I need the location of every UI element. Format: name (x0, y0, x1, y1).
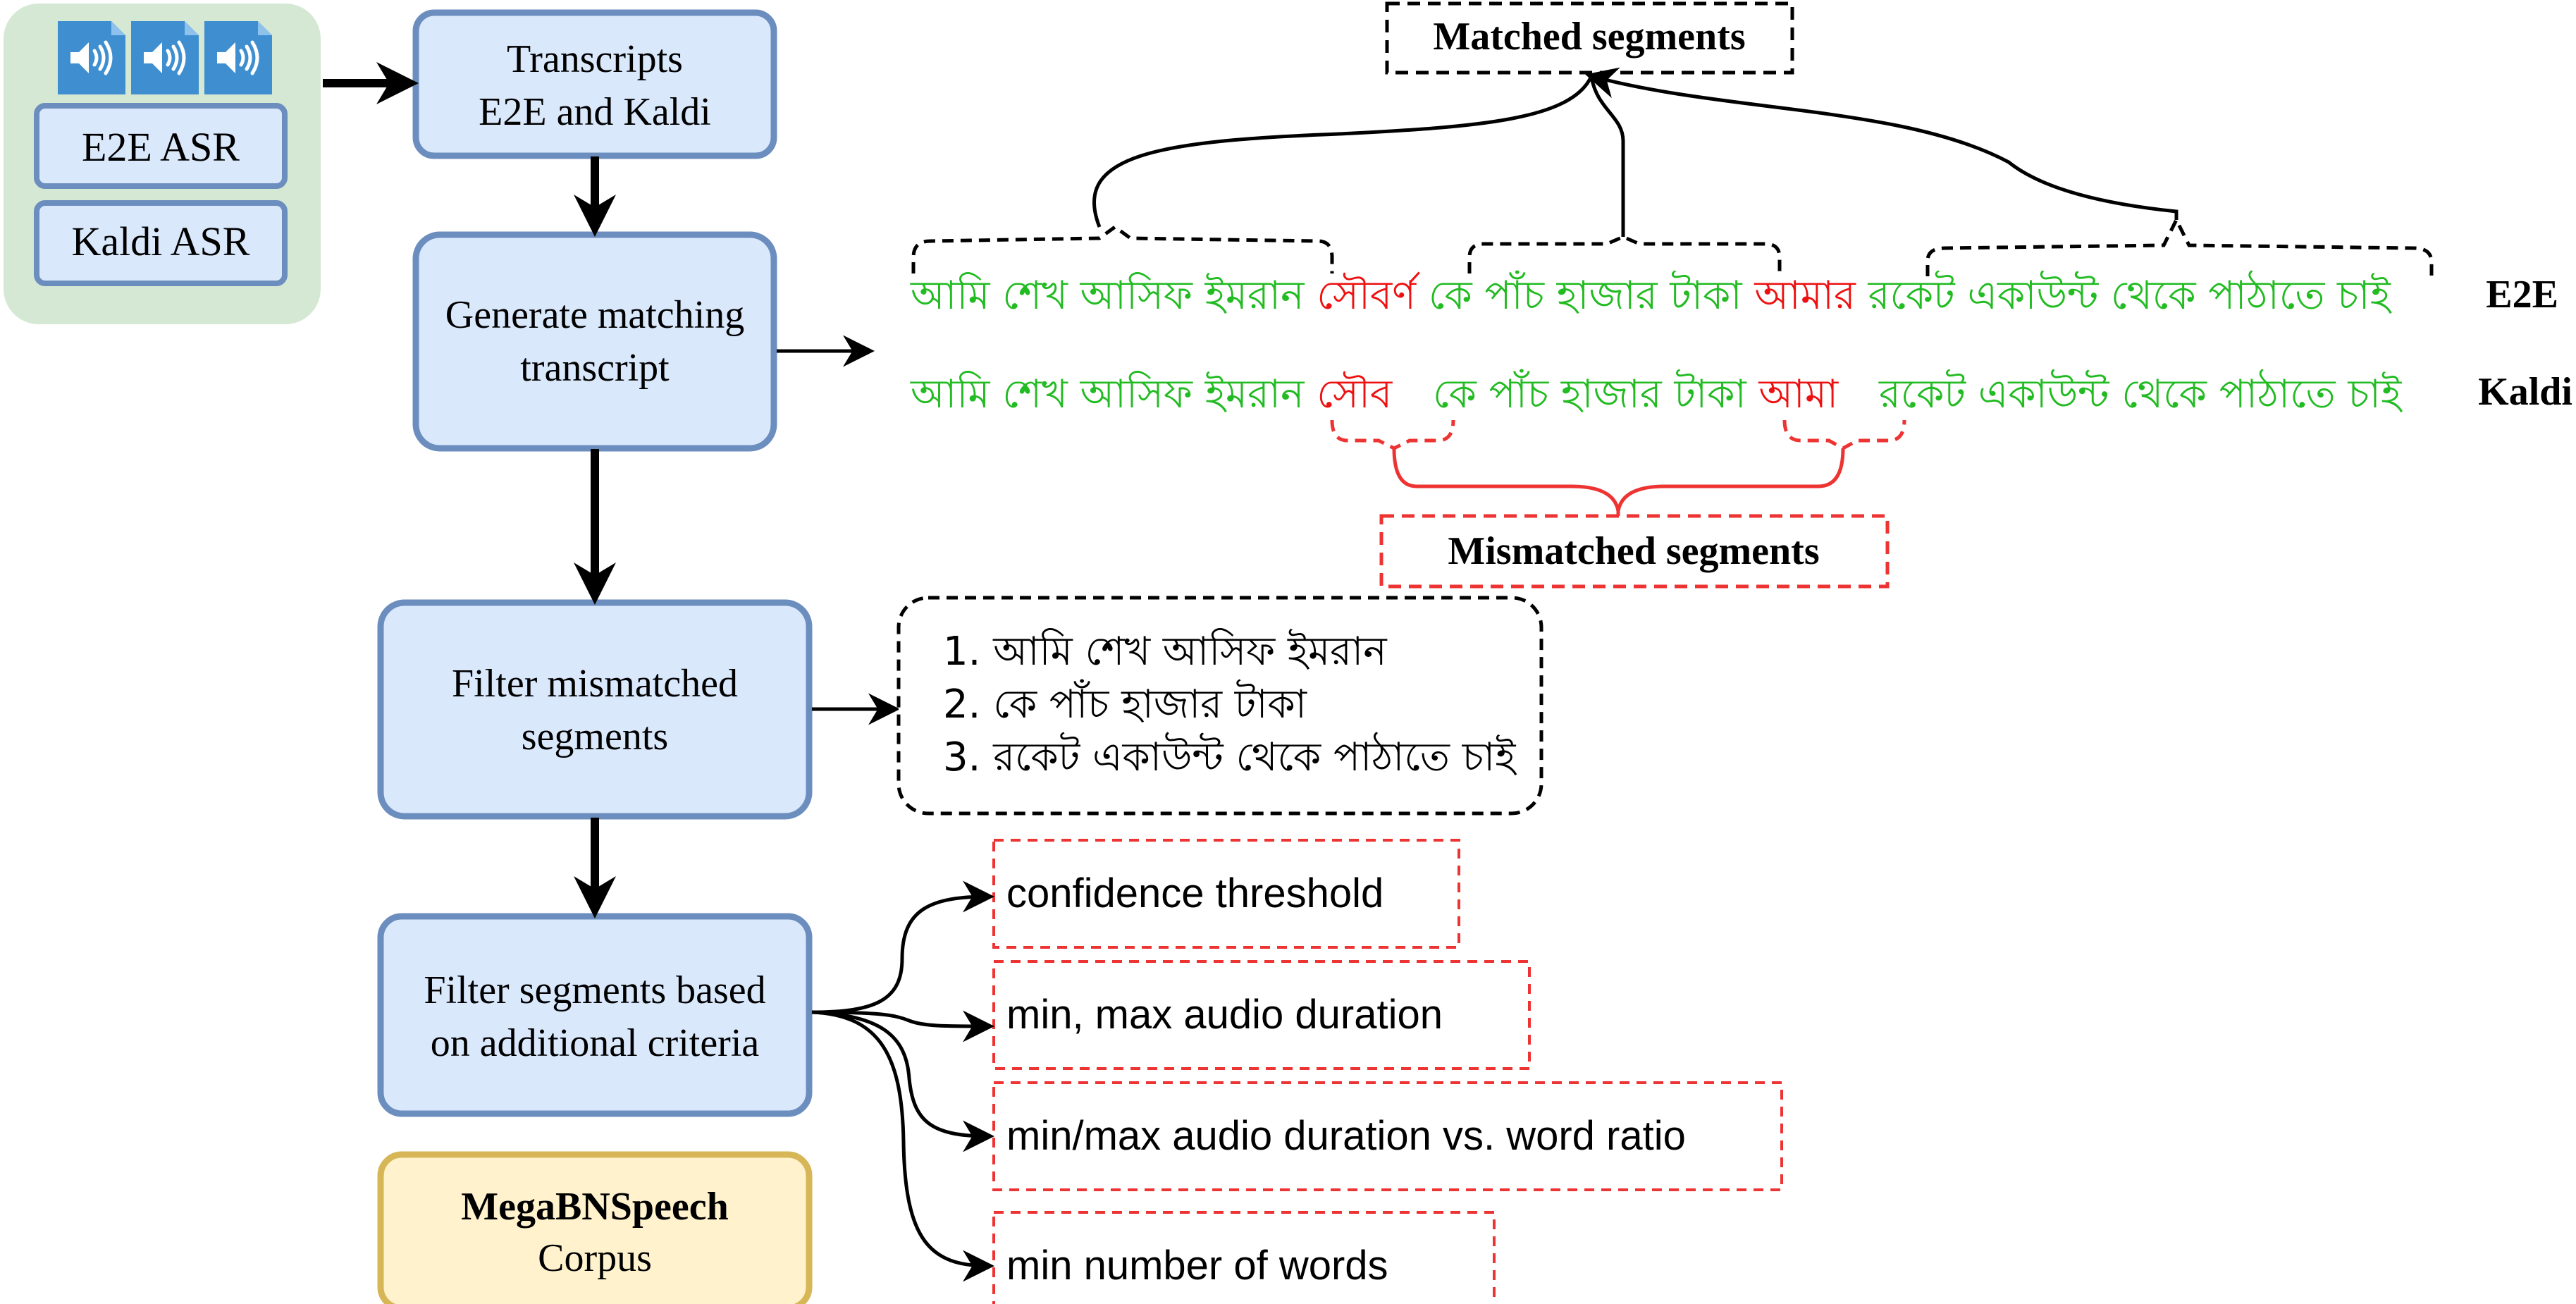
kaldi-asr-box: Kaldi ASR (34, 200, 288, 286)
filter-mismatch-line-2: segments (522, 715, 668, 758)
matched-braces (911, 216, 2434, 276)
mismatch-brace-1 (1330, 419, 1455, 450)
arrow-to-duration (811, 1010, 994, 1042)
filter-criteria-line-2: on additional criteria (431, 1021, 760, 1065)
connector-curve (1589, 75, 1625, 237)
matched-brace-1 (911, 224, 1334, 273)
transcript-e2e-row: আমি শেখ আসিফ ইমরান সৌবর্ণ কে পাঁচ হাজার … (910, 271, 2393, 319)
e2e-segment: আমি শেখ আসিফ ইমরান (910, 272, 1317, 319)
criteria-confidence-box: confidence threshold (992, 839, 1460, 949)
criteria-list: confidence threshold min, max audio dura… (992, 839, 1783, 1304)
filter-mismatched-box: Filter mismatched segments (377, 599, 813, 820)
mismatched-segments-text: Mismatched segments (1448, 529, 1819, 573)
corpus-label: Corpus (538, 1236, 652, 1280)
criteria-ratio-text: min/max audio duration vs. word ratio (1006, 1113, 1686, 1159)
audio-file-icon (204, 21, 272, 94)
filtered-item-2: 2. কে পাঁচ হাজার টাকা (943, 679, 1307, 727)
e2e-asr-label: E2E ASR (82, 124, 240, 170)
kaldi-segment: কে পাঁচ হাজার টাকা (1433, 369, 1759, 417)
mismatch-join-brace (1392, 448, 1845, 512)
arrow-to-words (811, 1010, 994, 1282)
kaldi-segment: আমি শেখ আসিফ ইমরান (910, 371, 1317, 417)
corpus-name: MegaBNSpeech (461, 1185, 729, 1229)
filtered-item-1: 1. আমি শেখ আসিফ ইমরান (943, 628, 1388, 675)
matched-brace-2 (1467, 235, 1782, 273)
e2e-segment: কে পাঁচ হাজার টাকা (1429, 271, 1755, 319)
filtered-item-3: 3. রকেট একাউন্ট থেকে পাঠাতে চাই (943, 732, 1517, 780)
e2e-asr-box: E2E ASR (34, 103, 288, 189)
transcript-kaldi-row: আমি শেখ আসিফ ইমরান সৌব কে পাঁচ হাজার টাক… (910, 369, 2403, 417)
matched-segments-label: Matched segments (1385, 1, 1794, 75)
filter-criteria-line-1: Filter segments based (424, 968, 765, 1012)
criteria-ratio-box: min/max audio duration vs. word ratio (992, 1081, 1783, 1191)
mismatch-brace-2 (1782, 419, 1906, 450)
generate-matching-box: Generate matching transcript (412, 231, 777, 452)
transcripts-line-2: E2E and Kaldi (479, 90, 711, 134)
matched-connector-curves (1092, 67, 2178, 237)
e2e-mismatch-segment: সৌবর্ণ (1317, 271, 1429, 319)
generate-line-1: Generate matching (445, 293, 744, 337)
corpus-box: MegaBNSpeech Corpus (377, 1151, 813, 1304)
criteria-duration-box: min, max audio duration (992, 960, 1531, 1070)
kaldi-mismatch-segment: আমা (1758, 371, 1851, 417)
criteria-words-box: min number of words (992, 1211, 1496, 1304)
mismatched-segments-label: Mismatched segments (1379, 514, 1890, 589)
criteria-words-text: min number of words (1006, 1243, 1388, 1288)
e2e-segment: রকেট একাউন্ট থেকে পাঠাতে চাই (1868, 271, 2393, 319)
transcripts-line-1: Transcripts (507, 37, 683, 81)
filter-criteria-box: Filter segments based on additional crit… (377, 913, 813, 1117)
kaldi-asr-label: Kaldi ASR (72, 219, 250, 264)
flow-arrows (323, 62, 900, 918)
criteria-confidence-text: confidence threshold (1006, 871, 1383, 916)
mismatch-braces (1330, 419, 1906, 516)
arrow-to-ratio (811, 1010, 994, 1152)
filter-mismatch-line-1: Filter mismatched (452, 662, 738, 706)
e2e-mismatch-segment: আমার (1754, 273, 1868, 319)
kaldi-segment: রকেট একাউন্ট থেকে পাঠাতে চাই (1878, 369, 2403, 417)
kaldi-row-label: Kaldi (2478, 370, 2572, 414)
connector-curve (1092, 75, 1594, 228)
generate-line-2: transcript (520, 346, 670, 390)
matched-segments-text: Matched segments (1433, 15, 1745, 59)
asr-sources-panel: E2E ASR Kaldi ASR (4, 4, 321, 324)
criteria-duration-text: min, max audio duration (1006, 992, 1443, 1038)
connector-curve (1585, 67, 2178, 220)
kaldi-mismatch-segment: সৌব (1317, 371, 1405, 417)
e2e-row-label: E2E (2486, 273, 2558, 316)
transcripts-box: Transcripts E2E and Kaldi (412, 9, 777, 159)
audio-file-icon (58, 21, 125, 94)
arrow-to-confidence (811, 880, 994, 1014)
matched-brace-3 (1925, 216, 2434, 276)
audio-file-icon (131, 21, 199, 94)
filtered-segments-list: 1. আমি শেখ আসিফ ইমরান 2. কে পাঁচ হাজার ট… (896, 596, 1543, 816)
criteria-arrows (811, 880, 994, 1282)
